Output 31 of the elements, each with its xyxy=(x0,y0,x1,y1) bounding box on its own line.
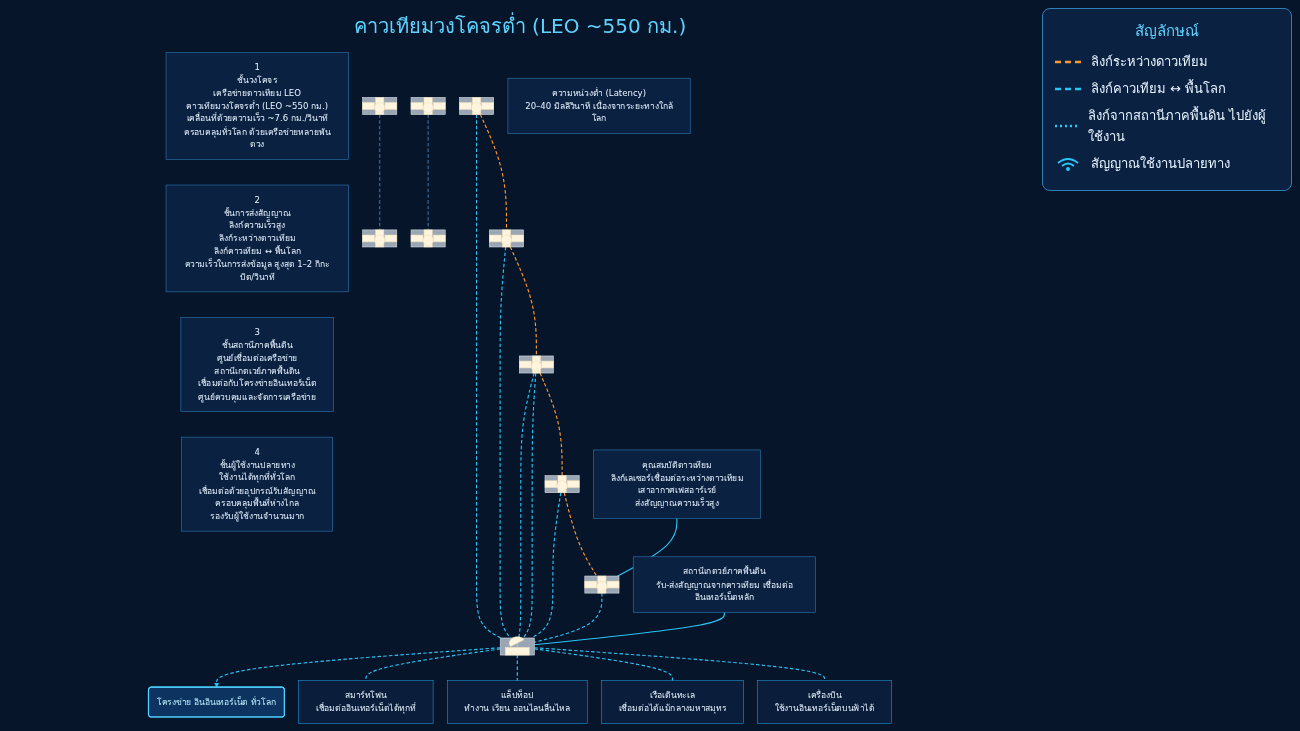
connector xyxy=(509,246,537,357)
legend-text: ลิงก์คาวเทียม ↔ พื้นโลก xyxy=(1091,78,1227,98)
connector xyxy=(539,372,563,477)
connector xyxy=(499,246,511,639)
connector xyxy=(516,654,518,682)
node-box: 1 ชั้นวงโคจร เครือข่ายดาวเทียม LEO คาวเทียมวงโคจรต่ำ (LEO ~550 กม.) เคลื่อนที่ด้วยความเร็ว ~7.6 กม./วินาที ครอบคลุมทั่วโลก ด้วยเครือข่ายหลายพันดวง xyxy=(165,52,349,160)
legend-text: ลิงก์ระหว่างดาวเทียม xyxy=(1091,53,1208,71)
connector xyxy=(365,648,501,682)
legend-text: ลิงก์จากสถานีภาคพื้นดิน ไปยังผู้ใช้งาน xyxy=(1087,105,1268,146)
connector xyxy=(518,372,535,639)
node-box: ความหน่วงต่ำ (Latency) 20–40 มิลลิวินาที เนื่องจากระยะทางใกล้โลก xyxy=(507,77,691,135)
node-box: 4 ชั้นผู้ใช้งานปลายทาง ใช้งานได้ทุกที่ทั่วโลก เชื่อมต่อด้วยอุปกรณ์รับสัญญาณ ครอบคลุมพื้นที่ห่างไกล รองรับผู้ใช้งานจำนวนมาก xyxy=(181,436,333,532)
connector xyxy=(522,372,537,639)
connector xyxy=(533,592,603,643)
connector xyxy=(533,647,826,682)
connector xyxy=(533,648,673,682)
node-box: สถานีเกตวย์ภาคพื้นดิน รับ-ส่งสัญญาณจากคาวเทียม เชื่อมต่ออินเทอร์เน็ตหลัก xyxy=(632,556,816,613)
legend-text: สัญญาณใช้งานปลายทาง xyxy=(1091,155,1230,173)
node-box: แล็ปท็อป ทำงาน เรียน ออนไลนลื่นไหล xyxy=(447,680,588,724)
node-box: คุณสมบัติดาวเทียม ลิงก์เลเซอร์เชื่อมต่อระหว่างดาวเทียม เสาอากาศเฟสอาร์เรย์ ส่งสัญญาณความเร็วสูง xyxy=(593,449,761,519)
node-box: 3 ชั้นสถานีภาคพื้นดิน ศูนย์เชื่อมต่อเครือข่าย สถานีเกตเวย์ภาคพื้นดิน เชื่อมต่อกับโครงข่ายอินเทอร์เน็ต ศูนย์ควบคุมและจัดการเครือข่าย xyxy=(180,317,334,412)
connector xyxy=(476,113,502,639)
node-box: เครื่องบิน ใช้งานอินเทอร์เน็ตบนฟ้าได้ xyxy=(757,680,892,724)
connector xyxy=(530,492,562,639)
arrow xyxy=(214,647,501,688)
diagram-title: คาวเทียมวงโคจรต่ำ (LEO ~550 กม.) xyxy=(353,11,687,40)
legend-heading: สัญลักษณ์ xyxy=(1134,21,1200,42)
node-box: เรือเดินทะเล เชื่อมต่อได้แม้กลางมหาสมุทร xyxy=(601,680,744,724)
node-box: 2 ชั้นการส่งสัญญาณ ลิงก์ความเร็วสูง ลิงก์ระหว่างดาวเทียม ลิงก์คาวเทียม ↔ พื้นโลก ความเร็วในการส่งข้อมูล สูงสุด 1–2 กิกะบิต/วินาที xyxy=(165,184,349,293)
node-box: สมาร์ทโฟน เชื่อมต่ออินเทอร์เน็ตได้ทุกที่ xyxy=(298,680,434,724)
connector xyxy=(533,611,725,646)
